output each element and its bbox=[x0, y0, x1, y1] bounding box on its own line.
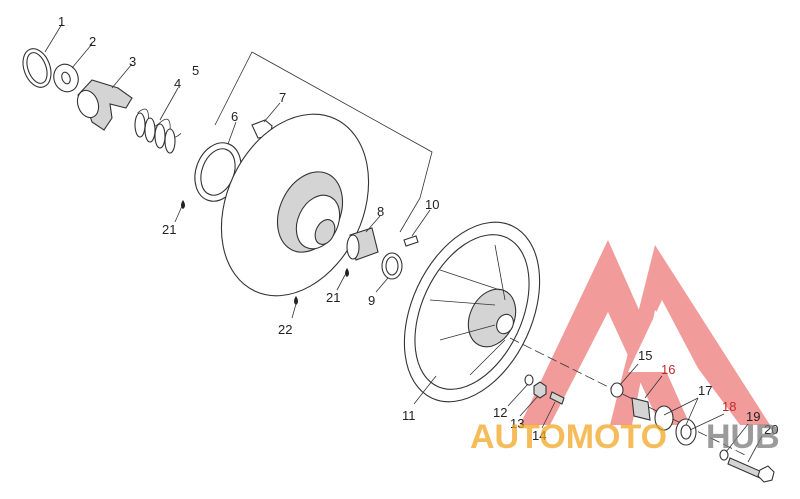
callout-21a: 21 bbox=[162, 222, 176, 237]
callout-15: 15 bbox=[638, 348, 652, 363]
part-8-bushing bbox=[346, 227, 379, 261]
grease-drop-22-icon bbox=[294, 296, 298, 305]
part-20-bolt bbox=[727, 457, 775, 483]
part-11-fixed-pulley bbox=[403, 221, 541, 403]
part-12-washer bbox=[524, 374, 534, 386]
bracket-group-5 bbox=[214, 51, 433, 233]
callout-20: 20 bbox=[764, 422, 778, 437]
part-10-pin bbox=[403, 235, 419, 247]
callout-10: 10 bbox=[425, 197, 439, 212]
part-16-spacer bbox=[631, 397, 651, 421]
callout-6: 6 bbox=[231, 109, 238, 124]
callout-12: 12 bbox=[493, 405, 507, 420]
callout-7: 7 bbox=[279, 90, 286, 105]
callout-4: 4 bbox=[174, 76, 181, 91]
callout-8: 8 bbox=[377, 204, 384, 219]
part-15-washer bbox=[610, 382, 624, 398]
part-17-ring bbox=[654, 405, 674, 431]
callout-13: 13 bbox=[510, 416, 524, 431]
callout-17: 17 bbox=[698, 383, 712, 398]
grease-drop-21b-icon bbox=[345, 268, 349, 277]
watermark-logo bbox=[520, 240, 770, 425]
callout-labels: 1 2 3 4 5 6 7 8 9 10 11 12 13 14 15 16 1… bbox=[58, 14, 778, 443]
part-4-spring bbox=[134, 108, 182, 154]
part-13-nut bbox=[533, 381, 547, 399]
callout-1: 1 bbox=[58, 14, 65, 29]
watermark-text: AUTOMOTO HUB bbox=[470, 418, 780, 456]
callout-9: 9 bbox=[368, 293, 375, 308]
part-19-washer bbox=[719, 449, 729, 461]
callout-11: 11 bbox=[402, 408, 416, 423]
callout-19: 19 bbox=[746, 409, 760, 424]
callout-22: 22 bbox=[278, 322, 292, 337]
part-2-washer bbox=[53, 63, 79, 93]
callout-3: 3 bbox=[129, 54, 136, 69]
watermark-hub: HUB bbox=[706, 418, 780, 456]
part-5-movable-pulley bbox=[220, 113, 370, 297]
callout-2: 2 bbox=[89, 34, 96, 49]
callout-5: 5 bbox=[192, 63, 199, 78]
part-18-ring bbox=[675, 418, 697, 446]
callout-14: 14 bbox=[532, 428, 546, 443]
part-14-screw bbox=[549, 391, 565, 405]
callout-21b: 21 bbox=[326, 290, 340, 305]
part-3-cam bbox=[76, 79, 133, 131]
part-1-circlip bbox=[22, 48, 52, 88]
leader-lines bbox=[44, 23, 763, 463]
watermark-automoto: AUTOMOTO bbox=[470, 418, 667, 456]
callout-16: 16 bbox=[661, 362, 675, 377]
part-9-oring bbox=[381, 252, 403, 280]
callout-18: 18 bbox=[722, 399, 736, 414]
